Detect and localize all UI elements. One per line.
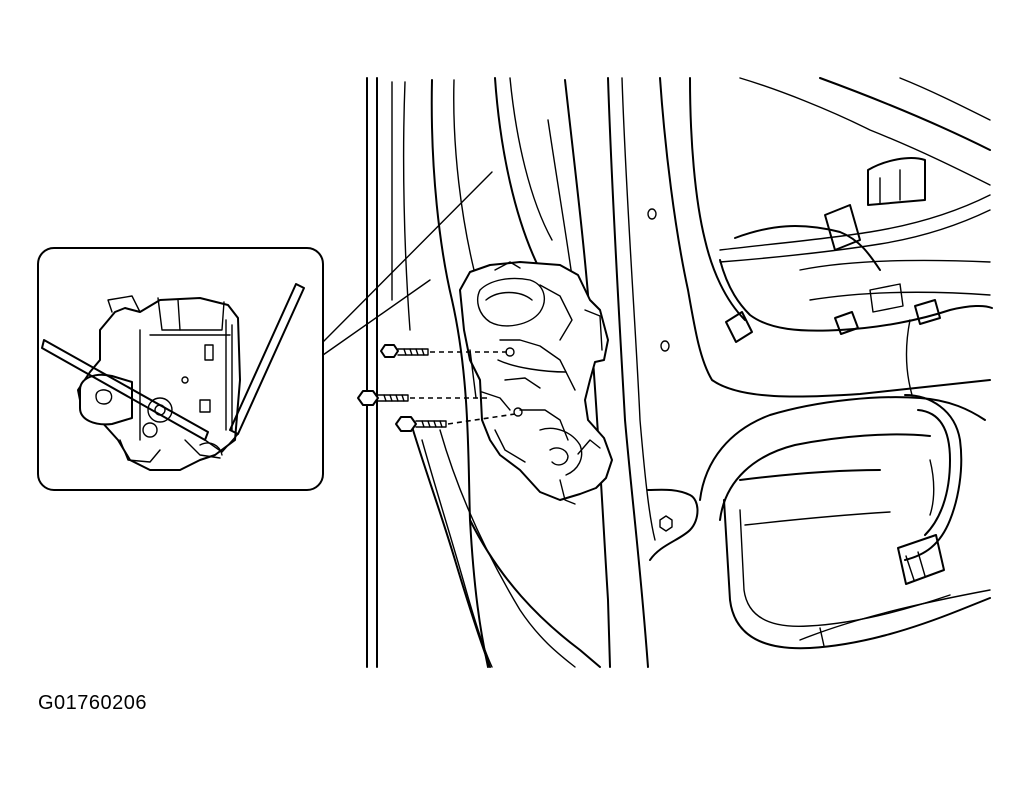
latch-screws [357, 344, 516, 432]
door-panel [366, 77, 993, 668]
figure-code: G01760206 [38, 692, 148, 714]
inset-detail [37, 247, 324, 491]
door-latch [459, 261, 613, 505]
callout-leader [322, 171, 493, 356]
